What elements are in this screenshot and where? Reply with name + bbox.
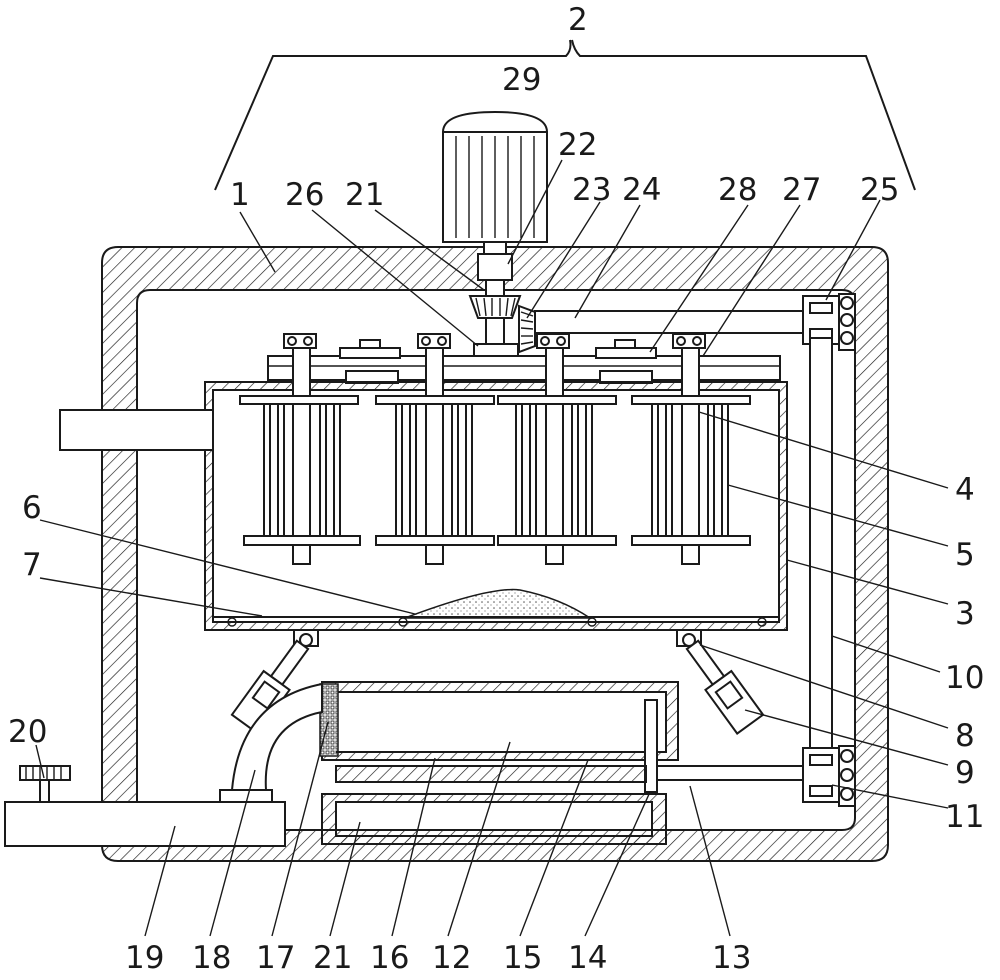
adjust-knob <box>19 765 71 803</box>
left-vibrator <box>230 629 319 735</box>
collection-box <box>319 681 679 793</box>
label-7: 7 <box>22 547 42 583</box>
label-1: 1 <box>230 177 250 213</box>
label-8: 8 <box>955 718 975 754</box>
air-duct <box>219 682 323 805</box>
horizontal-shaft <box>534 310 804 334</box>
label-28: 28 <box>718 172 757 208</box>
label-21-top: 21 <box>345 177 384 213</box>
top-outline-bracket <box>214 39 916 191</box>
label-24: 24 <box>622 172 661 208</box>
label-17: 17 <box>256 940 295 976</box>
bottom-screen <box>213 616 779 627</box>
label-10: 10 <box>945 660 984 696</box>
label-14: 14 <box>568 940 607 976</box>
grinding-chamber <box>204 381 788 631</box>
leader-lines <box>35 159 949 937</box>
label-21-bottom: 21 <box>313 940 352 976</box>
label-5: 5 <box>955 537 975 573</box>
label-18: 18 <box>192 940 231 976</box>
label-22: 22 <box>558 127 597 163</box>
label-20: 20 <box>8 714 47 750</box>
right-vibrator <box>676 629 765 735</box>
label-9: 9 <box>955 755 975 791</box>
label-15: 15 <box>503 940 542 976</box>
label-25: 25 <box>860 172 899 208</box>
callout-labels: 2 29 22 1 26 21 23 24 28 27 25 4 5 3 10 … <box>8 2 984 976</box>
lower-drawer <box>321 793 667 845</box>
label-11: 11 <box>945 799 984 835</box>
drive-shaft-assembly <box>468 279 536 367</box>
label-29: 29 <box>502 62 541 98</box>
stirring-shafts <box>239 347 751 565</box>
inlet-pipe <box>59 409 214 451</box>
label-13: 13 <box>712 940 751 976</box>
powder-pile <box>404 588 593 619</box>
lower-pulley <box>802 745 856 807</box>
label-12: 12 <box>432 940 471 976</box>
label-16: 16 <box>370 940 409 976</box>
base-drawer <box>4 801 286 847</box>
label-23: 23 <box>572 172 611 208</box>
label-19: 19 <box>125 940 164 976</box>
label-3: 3 <box>955 596 975 632</box>
vertical-belt <box>809 337 833 749</box>
label-6: 6 <box>22 490 42 526</box>
label-27: 27 <box>782 172 821 208</box>
label-2: 2 <box>568 2 588 38</box>
label-26: 26 <box>285 177 324 213</box>
upper-pulley <box>802 293 856 351</box>
label-4: 4 <box>955 472 975 508</box>
slider-plate <box>335 765 804 783</box>
